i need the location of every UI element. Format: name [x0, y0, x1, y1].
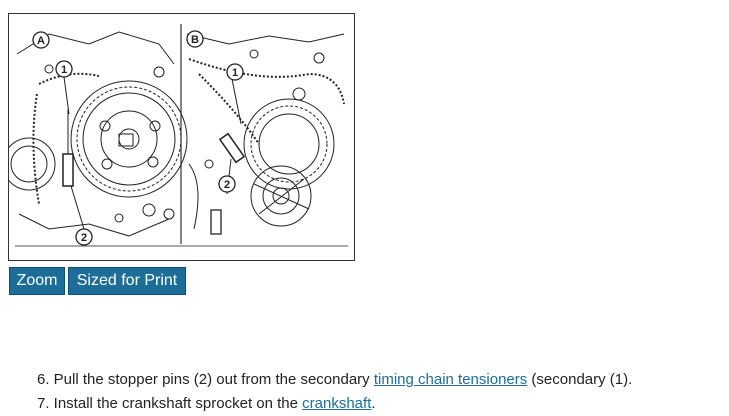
crankshaft-link[interactable]: crankshaft [302, 395, 372, 412]
callout-2-b: 2 [218, 175, 236, 193]
step-7: 7. Install the crankshaft sprocket on th… [37, 392, 727, 416]
callout-1-b-label: 1 [232, 67, 238, 79]
step-7-suffix: . [371, 395, 376, 412]
zoom-button[interactable]: Zoom [9, 267, 65, 295]
callout-2-a: 2 [75, 228, 93, 246]
timing-chain-tensioners-link[interactable]: timing chain tensioners [373, 371, 528, 388]
step-6: 6. Pull the stopper pins (2) out from th… [37, 368, 727, 392]
callout-1-a: 1 [55, 60, 73, 78]
panel-a-marker: A [32, 31, 50, 49]
panel-a-label: A [37, 35, 45, 47]
step-6-suffix: (secondary (1). [527, 371, 633, 388]
callout-1-a-label: 1 [61, 64, 67, 76]
callout-1-b: 1 [226, 63, 244, 81]
panel-b-marker: B [186, 30, 204, 48]
timing-chain-diagram: A 1 2 [9, 24, 348, 247]
panel-a-drawing [9, 31, 188, 237]
step-6-prefix: 6. Pull the stopper pins (2) out from th… [37, 371, 374, 388]
panel-b-label: B [191, 34, 199, 46]
callout-2-a-label: 2 [81, 232, 87, 244]
panel-b-drawing [186, 33, 345, 235]
sized-for-print-button[interactable]: Sized for Print [68, 267, 186, 295]
step-7-prefix: 7. Install the crankshaft sprocket on th… [37, 395, 303, 412]
instruction-steps: 6. Pull the stopper pins (2) out from th… [37, 368, 727, 416]
diagram-figure: A 1 2 [8, 13, 355, 261]
callout-2-b-label: 2 [224, 179, 230, 191]
